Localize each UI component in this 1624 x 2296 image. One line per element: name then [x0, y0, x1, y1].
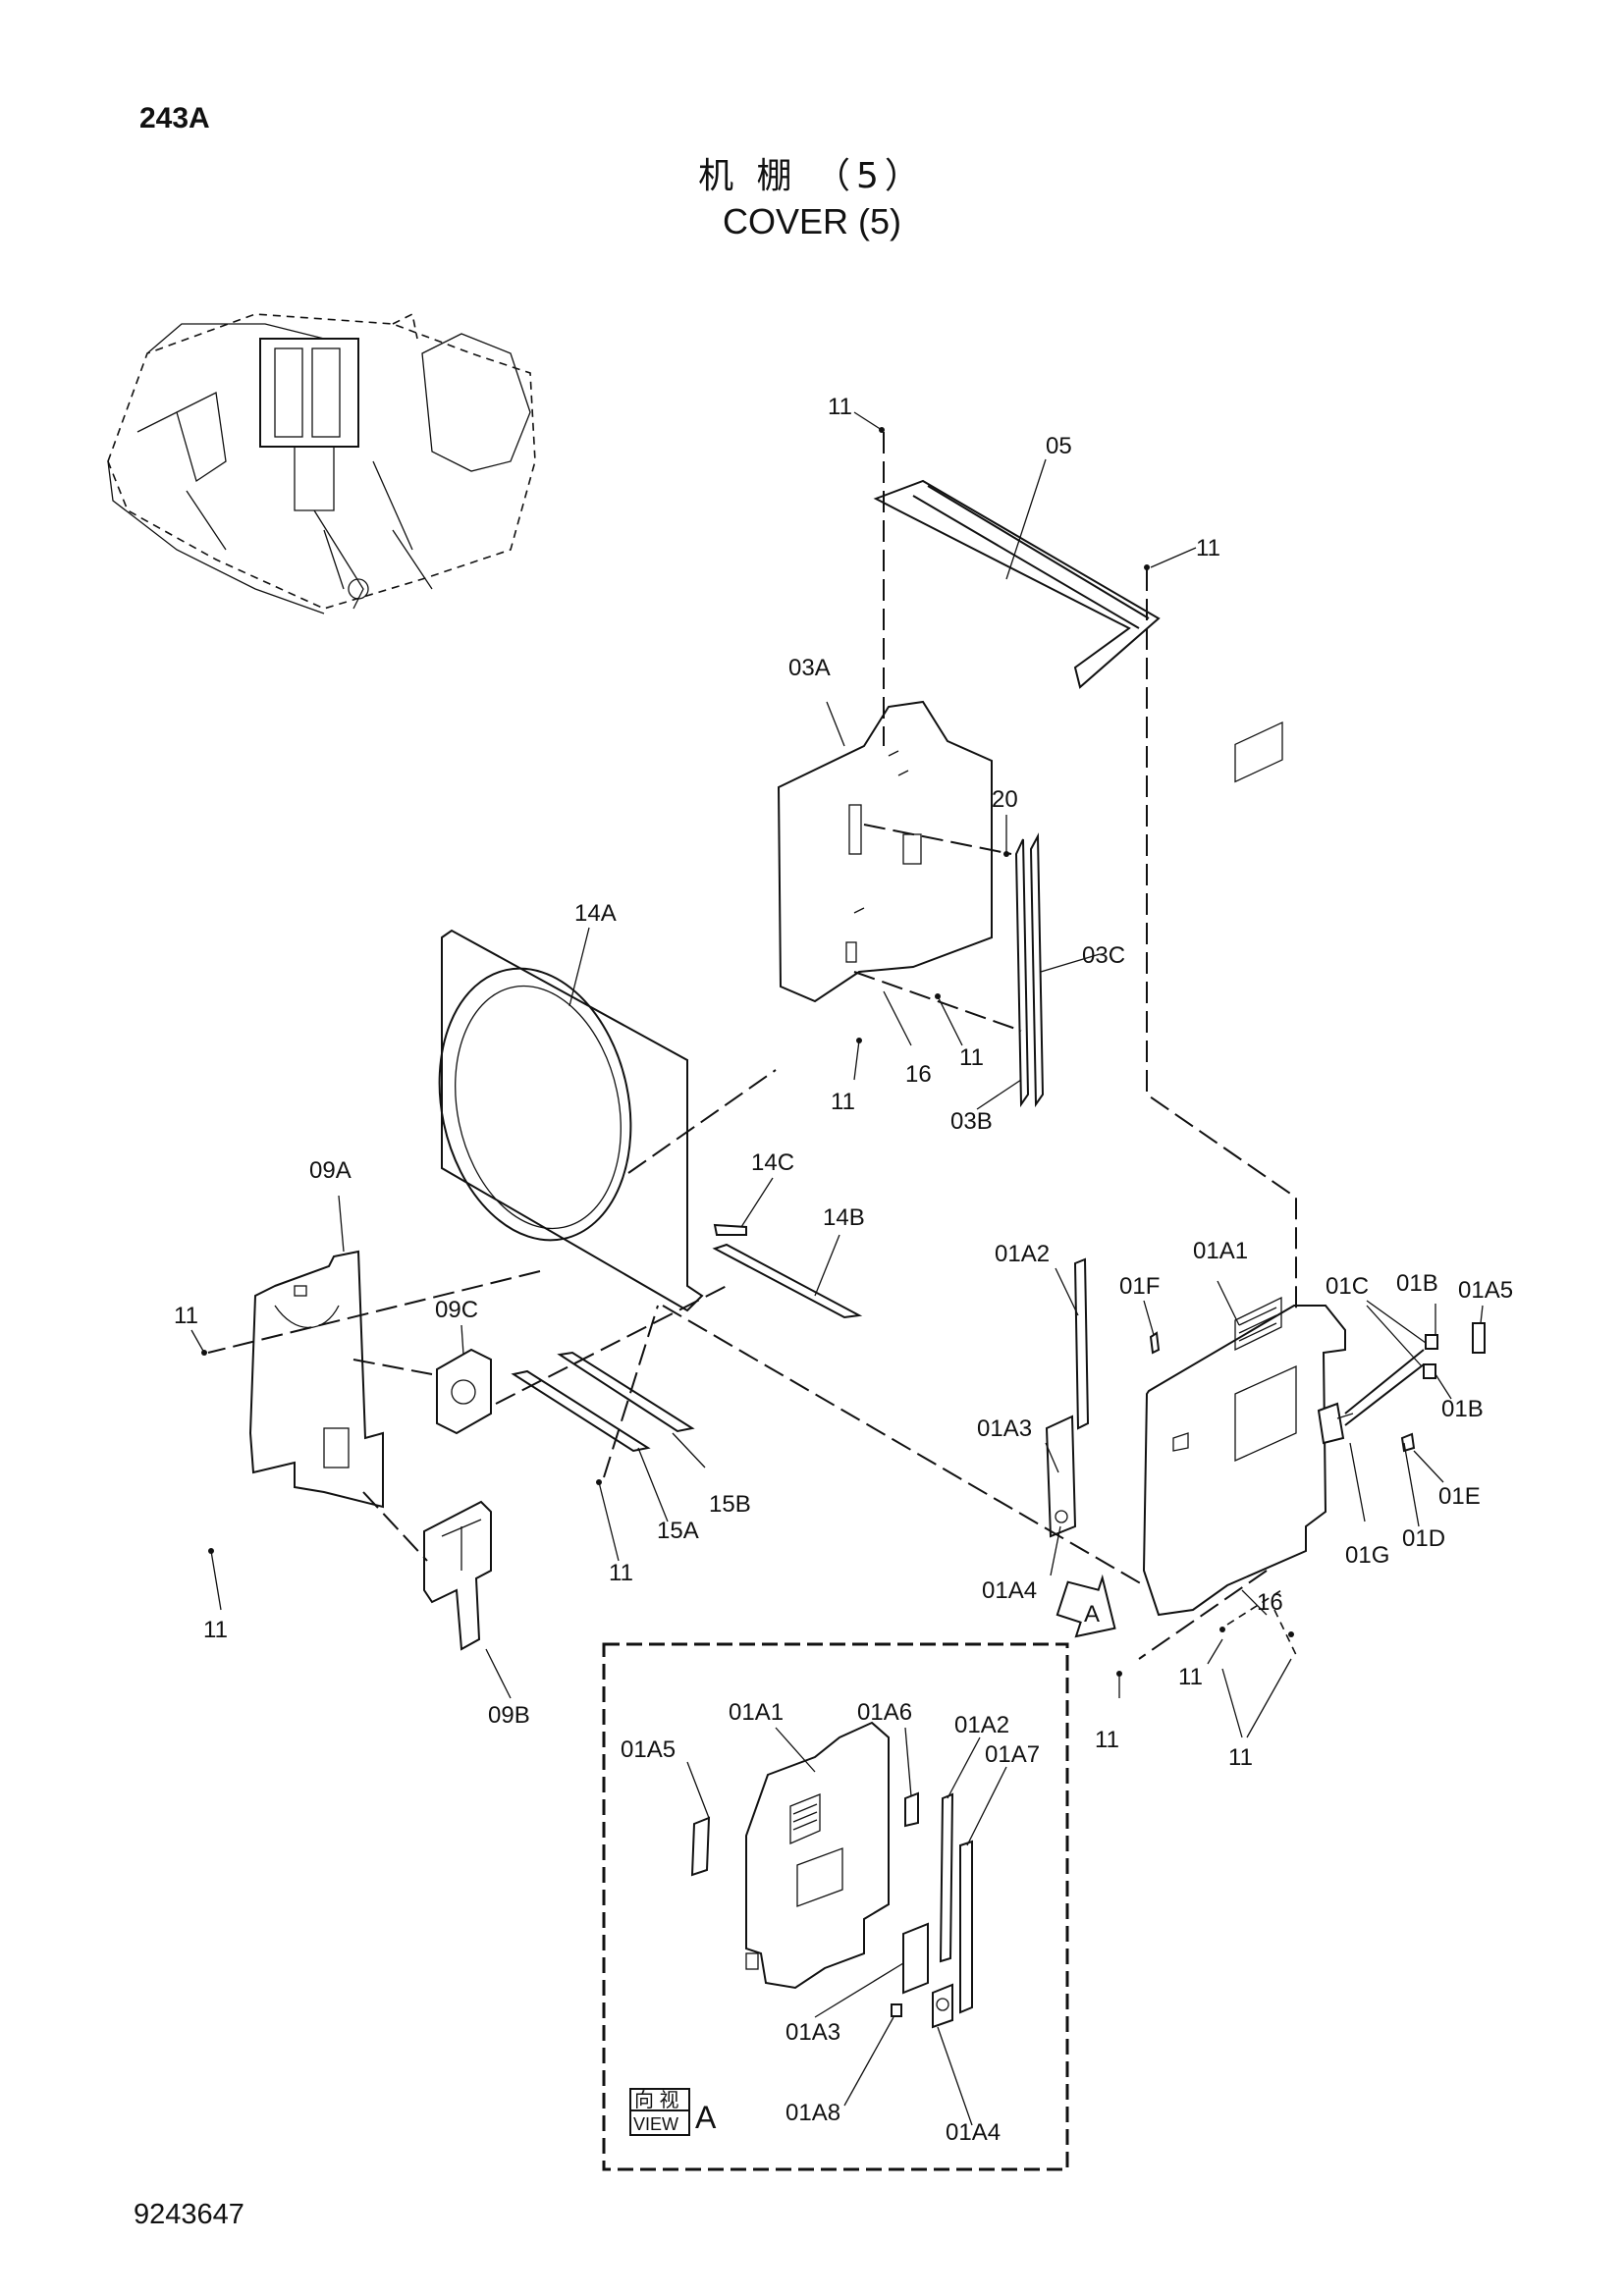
- part-label: 01B: [1441, 1396, 1484, 1422]
- part-label: 11: [828, 394, 852, 420]
- part-label: 01A4: [982, 1577, 1037, 1604]
- part-label: 01C: [1326, 1273, 1369, 1300]
- part-05-top-rail: [873, 479, 1161, 689]
- part-01A1-main-panel: [1142, 721, 1346, 1617]
- view-a-part-label: 01A7: [985, 1741, 1040, 1768]
- part-label: 01G: [1345, 1542, 1389, 1569]
- part-label: 11: [174, 1303, 198, 1329]
- part-label: 09C: [435, 1297, 478, 1323]
- part-label: 11: [1228, 1744, 1253, 1771]
- document-number: 9243647: [134, 2199, 244, 2230]
- part-label: 20: [992, 786, 1018, 813]
- part-label: 15B: [709, 1491, 751, 1518]
- part-label: 01A5: [1458, 1277, 1513, 1304]
- part-09B-bracket: [423, 1500, 492, 1651]
- view-a-part-label: 01A2: [954, 1712, 1009, 1738]
- part-03A-panel: [777, 700, 993, 1003]
- part-label: 01B: [1396, 1270, 1438, 1297]
- parts-strips-14B-14C-15A-15B: [511, 1223, 863, 1453]
- leader-lines: [190, 411, 1484, 1738]
- part-label: 03A: [788, 655, 831, 681]
- part-label: 11: [203, 1617, 228, 1643]
- part-01A2-01A3-01A4: [1045, 1257, 1090, 1538]
- part-14A-fan-shroud: [438, 929, 704, 1312]
- view-legend-chinese: 向 视: [634, 2089, 679, 2111]
- part-label: 01E: [1438, 1483, 1481, 1510]
- view-a-part-label: 01A8: [785, 2100, 840, 2126]
- part-label: 01A2: [995, 1241, 1050, 1267]
- part-03B-03C-strips: [1014, 832, 1045, 1108]
- view-a-detail-box: 01A1 01A6 01A2 01A7 01A5 01A3 01A8 01A4 …: [602, 1642, 1069, 2171]
- part-label: 01A1: [1193, 1238, 1248, 1264]
- alignment-lines: [207, 432, 1299, 1660]
- part-label: 11: [1196, 535, 1220, 561]
- part-label: 05: [1046, 433, 1072, 459]
- view-a-part-label: 01A6: [857, 1699, 912, 1726]
- part-label: 09B: [488, 1702, 530, 1729]
- parts-small-fittings: [1149, 1322, 1486, 1453]
- view-a-direction-arrow: A: [1056, 1574, 1116, 1638]
- view-legend-letter: A: [695, 2100, 717, 2135]
- part-09A-side-panel: [248, 1250, 384, 1509]
- part-label: 15A: [657, 1518, 699, 1544]
- diagram-title-english: COVER (5): [722, 201, 902, 241]
- diagram-title-chinese: 机 棚 （5）: [698, 156, 926, 196]
- view-a-legend: 向 视 VIEW A: [629, 2088, 717, 2136]
- part-label: 03C: [1082, 942, 1125, 969]
- part-label: 11: [609, 1560, 633, 1586]
- view-arrow-letter: A: [1084, 1601, 1100, 1628]
- part-label: 01A3: [977, 1415, 1032, 1442]
- part-number-labels: 11 05 11 03A 20 03C 16 11 11 03B 14A 09A…: [174, 394, 1513, 1771]
- part-label: 14C: [751, 1149, 794, 1176]
- part-label: 11: [959, 1044, 984, 1071]
- fastener-dots: [201, 427, 1294, 1677]
- part-label: 16: [905, 1061, 932, 1088]
- part-09C-block: [436, 1348, 492, 1435]
- part-label: 11: [1178, 1664, 1203, 1690]
- view-a-part-label: 01A3: [785, 2019, 840, 2046]
- part-label: 01D: [1402, 1525, 1445, 1552]
- part-label: 16: [1257, 1589, 1283, 1616]
- view-legend-english: VIEW: [633, 2114, 678, 2134]
- part-label: 14B: [823, 1204, 865, 1231]
- part-label: 11: [831, 1089, 855, 1115]
- part-label: 11: [1095, 1727, 1119, 1753]
- view-a-part-label: 01A5: [621, 1736, 676, 1763]
- part-label: 01F: [1119, 1273, 1160, 1300]
- view-a-part-label: 01A4: [946, 2119, 1001, 2146]
- part-label: 09A: [309, 1157, 352, 1184]
- part-label: 14A: [574, 900, 617, 927]
- view-a-part-label: 01A1: [729, 1699, 784, 1726]
- page-code: 243A: [139, 102, 210, 134]
- part-label: 03B: [950, 1108, 993, 1135]
- machine-overview-illustration: [107, 312, 536, 614]
